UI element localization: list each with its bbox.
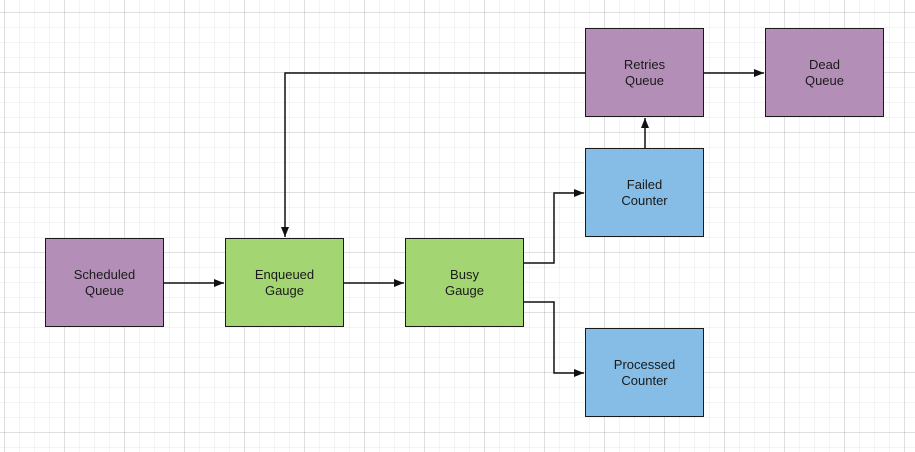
node-label-line2: Queue xyxy=(84,282,125,298)
node-label-line2: Queue xyxy=(804,72,845,88)
edge-busy-to-processed xyxy=(524,301,584,377)
node-label-line2: Gauge xyxy=(444,282,485,298)
node-retries-queue[interactable]: Retries Queue xyxy=(585,28,704,117)
node-label-line2: Queue xyxy=(624,72,665,88)
node-label-line2: Counter xyxy=(621,192,668,208)
node-busy-gauge[interactable]: Busy Gauge xyxy=(405,238,524,327)
node-label-line1: Scheduled xyxy=(73,266,136,282)
node-label-line1: Failed xyxy=(626,176,663,192)
node-label-line2: Gauge xyxy=(264,282,305,298)
edge-retries-to-enqueued xyxy=(281,72,585,237)
node-dead-queue[interactable]: Dead Queue xyxy=(765,28,884,117)
edge-busy-to-failed xyxy=(524,189,584,264)
node-scheduled-queue[interactable]: Scheduled Queue xyxy=(45,238,164,327)
node-processed-counter[interactable]: Processed Counter xyxy=(585,328,704,417)
node-label-line2: Counter xyxy=(621,372,668,388)
node-label-line1: Enqueued xyxy=(254,266,315,282)
node-failed-counter[interactable]: Failed Counter xyxy=(585,148,704,237)
node-label-line1: Retries xyxy=(623,56,666,72)
node-enqueued-gauge[interactable]: Enqueued Gauge xyxy=(225,238,344,327)
node-label-line1: Processed xyxy=(613,356,676,372)
node-label-line1: Busy xyxy=(450,266,479,282)
node-label-line1: Dead xyxy=(808,56,841,72)
